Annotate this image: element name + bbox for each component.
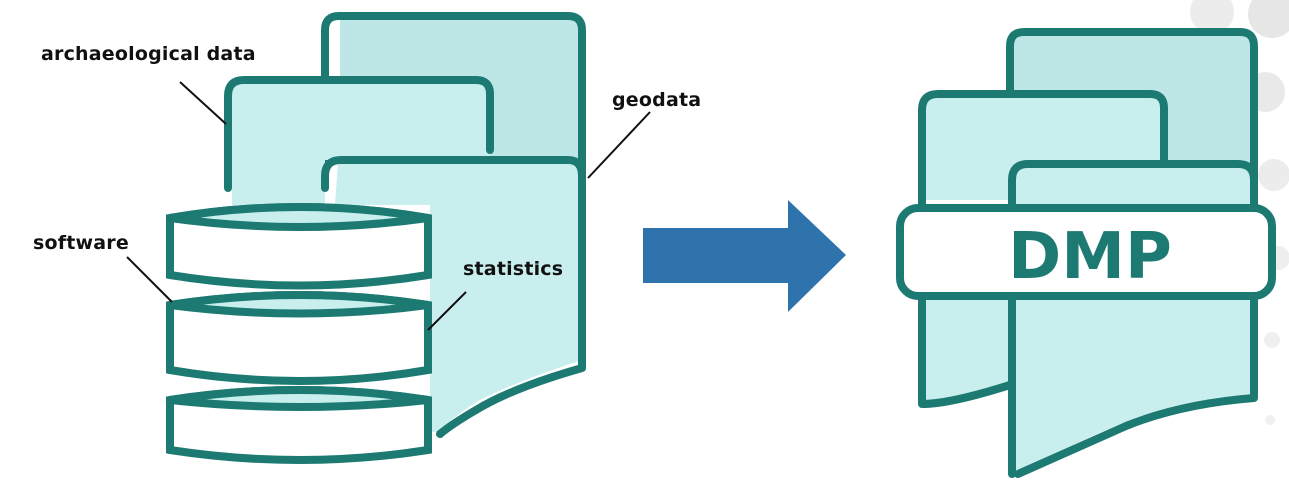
dmp-label: DMP <box>1008 220 1172 294</box>
label-statistics: statistics <box>463 258 564 280</box>
label-archaeological-data: archaeological data <box>41 43 256 65</box>
archaeological-data-sheet <box>224 76 494 205</box>
database-stack <box>166 203 432 464</box>
label-geodata: geodata <box>612 89 702 111</box>
label-software: software <box>33 232 129 254</box>
dmp-document-icon: DMP <box>896 28 1276 478</box>
documents-and-database-icon <box>166 12 586 464</box>
arrow-right-icon <box>643 200 846 312</box>
label-leader-lines <box>126 81 651 331</box>
statistics-sheet <box>321 156 586 438</box>
